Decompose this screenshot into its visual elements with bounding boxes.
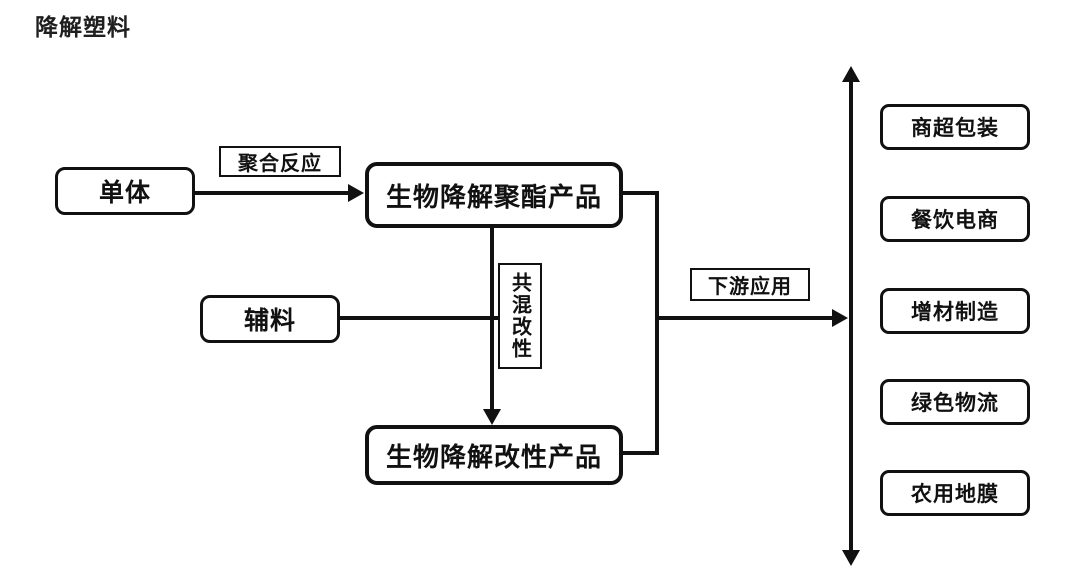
edge-label-polymerization: 聚合反应 bbox=[219, 146, 341, 177]
connector-stub-polyester bbox=[623, 191, 659, 195]
line-auxiliary-to-blending bbox=[340, 316, 500, 320]
arrowhead-downstream bbox=[832, 309, 848, 327]
connector-stub-modified bbox=[623, 451, 659, 455]
arrow-line-monomer-to-polyester bbox=[195, 191, 350, 195]
application-box-additive-manufacturing: 增材制造 bbox=[880, 288, 1030, 334]
application-box-catering-ecommerce: 餐饮电商 bbox=[880, 196, 1030, 242]
arrowhead-monomer-to-polyester bbox=[348, 184, 364, 202]
node-biodegradable-polyester-product: 生物降解聚酯产品 bbox=[365, 162, 623, 228]
arrowhead-polyester-to-modified bbox=[483, 409, 501, 425]
application-box-supermarket-packaging: 商超包装 bbox=[880, 104, 1030, 150]
node-monomer: 单体 bbox=[55, 167, 195, 215]
applications-axis-line bbox=[849, 80, 853, 552]
applications-axis-arrow-up bbox=[842, 66, 860, 82]
node-auxiliary: 辅料 bbox=[200, 295, 340, 343]
application-box-green-logistics: 绿色物流 bbox=[880, 379, 1030, 425]
application-box-agricultural-mulch-film: 农用地膜 bbox=[880, 470, 1030, 516]
applications-axis-arrow-down bbox=[842, 550, 860, 566]
diagram-title: 降解塑料 bbox=[35, 14, 131, 41]
arrow-line-downstream bbox=[655, 316, 835, 320]
connector-vertical-bracket bbox=[655, 191, 659, 455]
edge-label-downstream-application: 下游应用 bbox=[690, 268, 810, 301]
node-biodegradable-modified-product: 生物降解改性产品 bbox=[365, 425, 623, 485]
edge-label-blending-modification: 共混改性 bbox=[498, 263, 542, 369]
